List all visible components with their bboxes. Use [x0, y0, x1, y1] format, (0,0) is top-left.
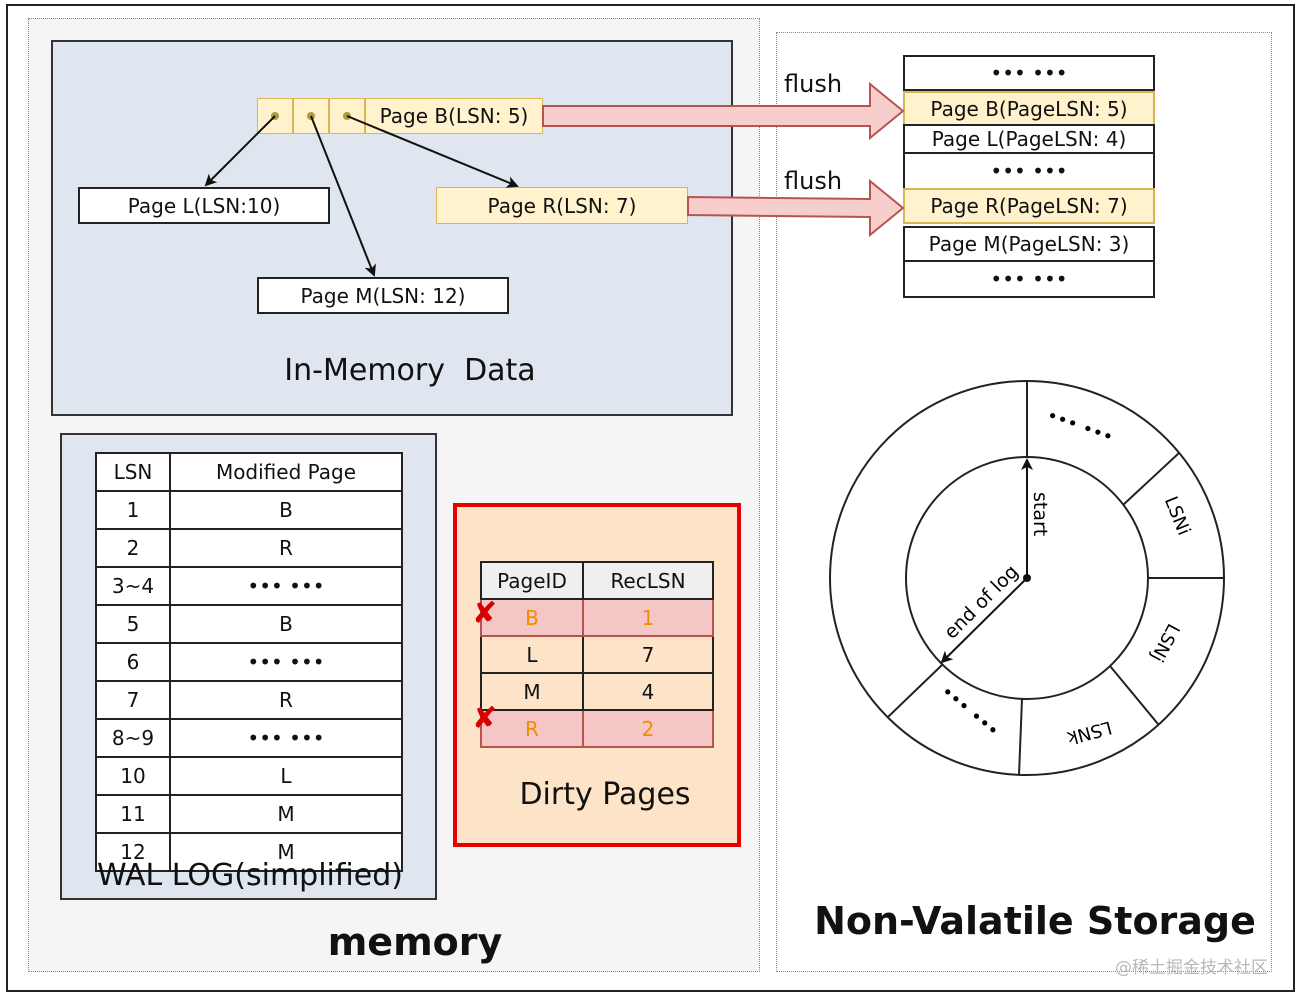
wal-lsn-cell: 6 [95, 642, 171, 682]
wal-page-cell: B [169, 604, 403, 644]
storage-row-page-r: Page R(PageLSN: 7) [903, 188, 1155, 224]
dirty-pageid-cell: B [480, 598, 584, 637]
wal-page-cell: B [169, 490, 403, 530]
pointer-arrow-to-r [346, 115, 519, 188]
wal-page-cell: ••• ••• [169, 566, 403, 606]
page-r-node: Page R(LSN: 7) [436, 187, 688, 224]
wal-lsn-cell: 8~9 [95, 718, 171, 758]
dirty-pageid-cell: L [480, 635, 584, 674]
remove-mark-b: ✘ [472, 596, 498, 631]
wal-header-row: LSN Modified Page [95, 452, 403, 492]
wal-lsn-cell: 11 [95, 794, 171, 834]
flush-arrow-page-b [542, 81, 905, 141]
in-memory-data-title: In-Memory Data [284, 352, 536, 388]
page-l-node: Page L(LSN:10) [78, 187, 330, 224]
dirty-reclsn-cell: 4 [582, 672, 714, 711]
wal-header-modified-page: Modified Page [169, 452, 403, 492]
dirty-reclsn-cell: 1 [582, 598, 714, 637]
storage-row-3: ••• ••• [903, 152, 1155, 190]
wal-lsn-cell: 10 [95, 756, 171, 796]
ring-center-dot [1023, 574, 1031, 582]
dirty-header-row: PageID RecLSN [480, 561, 714, 600]
page-b-node: Page B(LSN: 5) [365, 98, 543, 134]
wal-page-cell: R [169, 680, 403, 720]
wal-lsn-cell: 3~4 [95, 566, 171, 606]
page-m-node: Page M(LSN: 12) [257, 277, 509, 314]
flush-arrow-page-r [687, 178, 905, 238]
storage-row-page-m: Page M(PageLSN: 3) [903, 226, 1155, 262]
storage-row-6: ••• ••• [903, 260, 1155, 298]
watermark: @稀土掘金技术社区 [1115, 958, 1268, 978]
dirty-header-reclsn: RecLSN [582, 561, 714, 600]
flush-label-2: flush [784, 167, 843, 195]
wal-page-cell: ••• ••• [169, 642, 403, 682]
storage-label: Non-Valatile Storage [814, 899, 1256, 943]
end-of-log-arrow [940, 577, 1028, 664]
start-label: start [1029, 492, 1051, 536]
dirty-pages-title: Dirty Pages [519, 776, 691, 812]
wal-page-cell: R [169, 528, 403, 568]
wal-log-title: WAL LOG(simplified) [96, 857, 403, 893]
wal-lsn-cell: 1 [95, 490, 171, 530]
wal-lsn-cell: 7 [95, 680, 171, 720]
remove-mark-r: ✘ [472, 701, 498, 736]
wal-page-cell: ••• ••• [169, 718, 403, 758]
dirty-pageid-cell: R [480, 709, 584, 748]
wal-row: 3~4••• ••• [95, 566, 403, 606]
wal-lsn-cell: 5 [95, 604, 171, 644]
wal-header-lsn: LSN [95, 452, 171, 492]
wal-row: 8~9••• ••• [95, 718, 403, 758]
wal-lsn-cell: 12 [95, 832, 171, 872]
outer-frame [6, 4, 1295, 992]
pointer-arrow-to-l [204, 115, 276, 187]
pointer-arrow-to-m [310, 115, 376, 277]
wal-page-cell: M [169, 794, 403, 834]
dirty-reclsn-cell: 2 [582, 709, 714, 748]
memory-label: memory [327, 920, 503, 964]
dirty-header-pageid: PageID [480, 561, 584, 600]
flush-label-1: flush [784, 70, 843, 98]
dirty-reclsn-cell: 7 [582, 635, 714, 674]
wal-page-cell: L [169, 756, 403, 796]
dirty-pageid-cell: M [480, 672, 584, 711]
wal-row: 6••• ••• [95, 642, 403, 682]
storage-row-0: ••• ••• [903, 55, 1155, 91]
wal-lsn-cell: 2 [95, 528, 171, 568]
wal-page-cell: M [169, 832, 403, 872]
